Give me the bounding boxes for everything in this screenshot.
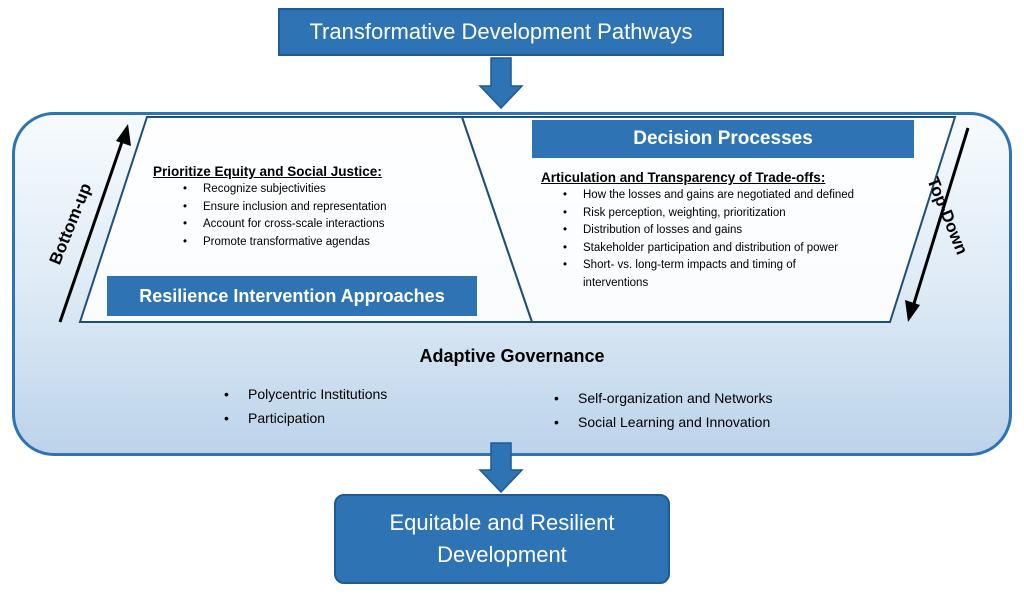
list-item: Stakeholder participation and distributi… <box>561 240 901 258</box>
decision-processes-label: Decision Processes <box>532 120 914 158</box>
list-item: How the losses and gains are negotiated … <box>561 187 901 205</box>
list-item: Polycentric Institutions <box>222 382 387 406</box>
list-item: Account for cross-scale interactions <box>181 216 443 234</box>
governance-left-list: Polycentric Institutions Participation <box>222 382 387 430</box>
adaptive-governance-title: Adaptive Governance <box>419 346 605 366</box>
resilience-intervention-label: Resilience Intervention Approaches <box>107 276 477 316</box>
governance-right-list: Self-organization and Networks Social Le… <box>552 386 773 434</box>
right-panel-content: Articulation and Transparency of Trade-o… <box>541 170 911 292</box>
list-item: Promote transformative agendas <box>181 234 443 252</box>
list-item: Self-organization and Networks <box>552 386 773 410</box>
bottom-box-line2: Development <box>437 542 567 567</box>
list-item: Recognize subjectivities <box>181 181 443 199</box>
top-down-arrow-icon <box>905 127 970 322</box>
top-box-label: Transformative Development Pathways <box>309 19 693 44</box>
list-item: Social Learning and Innovation <box>552 410 773 434</box>
list-item: Risk perception, weighting, prioritizati… <box>561 205 901 223</box>
bottom-box-line1: Equitable and Resilient <box>389 510 615 535</box>
left-panel-heading: Prioritize Equity and Social Justice: <box>153 164 382 179</box>
list-item: Short- vs. long-term impacts and timing … <box>561 257 833 292</box>
list-item: Participation <box>222 406 387 430</box>
list-item: Distribution of losses and gains <box>561 222 901 240</box>
bottom-box: Equitable and Resilient Development <box>334 494 670 584</box>
list-item: Ensure inclusion and representation <box>181 199 443 217</box>
right-panel-heading: Articulation and Transparency of Trade-o… <box>541 170 826 185</box>
left-panel-list: Recognize subjectivities Ensure inclusio… <box>181 181 443 251</box>
bottom-up-arrow-icon <box>58 124 131 323</box>
arrow-down-bottom-icon <box>478 442 524 494</box>
top-box: Transformative Development Pathways <box>278 8 724 56</box>
arrow-down-top-icon <box>478 57 524 110</box>
right-panel-list: How the losses and gains are negotiated … <box>561 187 901 292</box>
left-panel-content: Prioritize Equity and Social Justice: Re… <box>153 164 443 251</box>
